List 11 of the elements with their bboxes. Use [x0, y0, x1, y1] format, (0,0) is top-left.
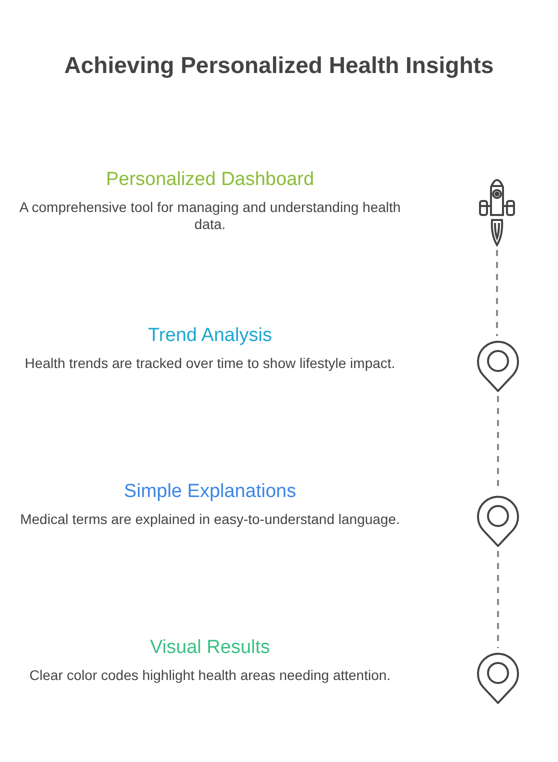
- step-heading: Personalized Dashboard: [104, 169, 316, 191]
- step-description: A comprehensive tool for managing and understanding health data.: [18, 199, 402, 233]
- title: Achieving Personalized Health Insights: [63, 52, 495, 79]
- step-description: Medical terms are explained in easy-to-understand language.: [19, 511, 401, 528]
- step-description: Clear color codes highlight health areas needing attention.: [28, 667, 392, 684]
- step-heading: Simple Explanations: [122, 481, 298, 503]
- step-description: Health trends are tracked over time to show lifestyle impact.: [24, 355, 396, 372]
- step-heading: Visual Results: [148, 637, 272, 659]
- dashed-connector: [497, 551, 499, 648]
- step-heading: Trend Analysis: [147, 325, 273, 347]
- dashed-connector: [496, 250, 498, 336]
